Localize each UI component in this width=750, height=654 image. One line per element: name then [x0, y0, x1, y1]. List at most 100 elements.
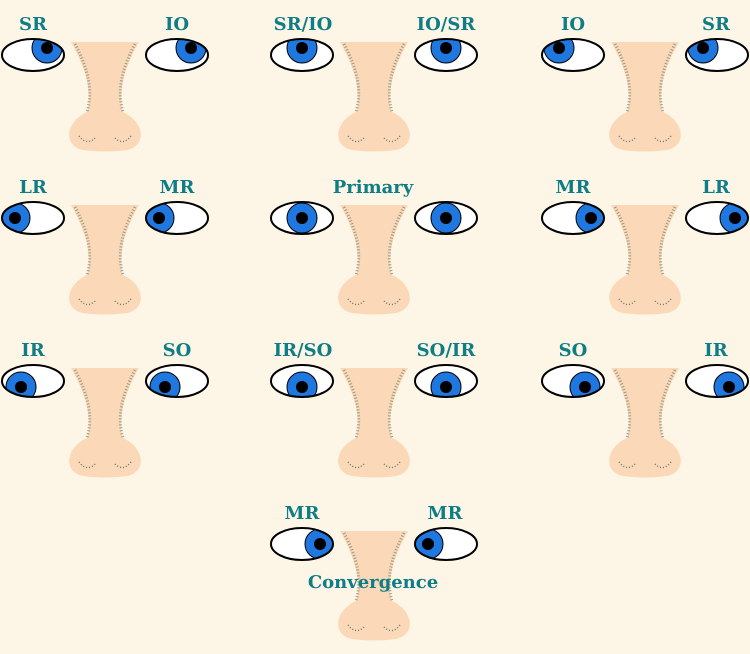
pupil: [729, 212, 741, 224]
nose-skin: [338, 42, 410, 152]
left-eye-top-center: [270, 38, 334, 72]
label-so: SO: [162, 340, 192, 361]
nose-bottom-center: [338, 368, 410, 478]
label-convergence: Convergence: [307, 572, 439, 593]
nose-skin: [69, 368, 141, 478]
label-mr: MR: [284, 503, 320, 524]
nose-skin: [609, 368, 681, 478]
eye-outline: [270, 527, 334, 561]
eye-outline: [270, 364, 334, 398]
label-so-ir: SO/IR: [416, 340, 476, 361]
eye-outline: [685, 364, 749, 398]
nostril-left: [347, 624, 365, 632]
pupil: [422, 538, 434, 550]
left-eye-convergence: [270, 527, 334, 561]
label-ir-so: IR/SO: [273, 340, 333, 361]
left-eye-mid-left: [1, 201, 65, 235]
eye-outline: [685, 38, 749, 72]
nose-top-center: [338, 42, 410, 152]
nose-mid-center: [338, 205, 410, 315]
pupil: [440, 42, 452, 54]
label-io: IO: [164, 14, 190, 35]
label-ir: IR: [21, 340, 45, 361]
nostril-left: [618, 461, 636, 469]
nostril-right: [654, 461, 672, 469]
pupil: [296, 381, 308, 393]
nose-skin: [69, 205, 141, 315]
nostril-right: [383, 298, 401, 306]
pupil: [697, 42, 709, 54]
eye-outline: [414, 527, 478, 561]
nostril-left: [347, 135, 365, 143]
eye-outline: [270, 38, 334, 72]
nostril-left: [78, 461, 96, 469]
pupil: [723, 381, 735, 393]
eye-outline: [1, 38, 65, 72]
nostril-right: [114, 135, 132, 143]
nostril-right: [654, 298, 672, 306]
left-eye-top-right: [541, 38, 605, 72]
pupil: [314, 538, 326, 550]
nose-skin: [69, 42, 141, 152]
eye-outline: [270, 201, 334, 235]
pupil: [585, 212, 597, 224]
nose-bottom-right: [609, 368, 681, 478]
nostril-right: [114, 298, 132, 306]
nostril-left: [618, 298, 636, 306]
nostril-right: [383, 135, 401, 143]
nose-mid-right: [609, 205, 681, 315]
left-eye-bottom-left: [1, 364, 65, 398]
right-eye-bottom-right: [685, 364, 749, 398]
label-io-sr: IO/SR: [416, 14, 476, 35]
right-eye-mid-right: [685, 201, 749, 235]
eye-outline: [414, 201, 478, 235]
right-eye-top-right: [685, 38, 749, 72]
right-eye-top-center: [414, 38, 478, 72]
label-primary: Primary: [332, 177, 414, 198]
left-eye-mid-right: [541, 201, 605, 235]
eye-outline: [145, 201, 209, 235]
nose-skin: [338, 368, 410, 478]
eye-outline: [414, 364, 478, 398]
nose-top-left: [69, 42, 141, 152]
label-sr: SR: [702, 14, 730, 35]
nostril-right: [383, 461, 401, 469]
pupil: [41, 42, 53, 54]
nostril-left: [347, 298, 365, 306]
nostril-right: [383, 624, 401, 632]
nose-skin: [609, 205, 681, 315]
nostril-right: [114, 461, 132, 469]
label-sr: SR: [19, 14, 47, 35]
eye-outline: [541, 364, 605, 398]
eye-outline: [1, 201, 65, 235]
nose-mid-left: [69, 205, 141, 315]
pupil: [15, 381, 27, 393]
pupil: [440, 212, 452, 224]
pupil: [159, 381, 171, 393]
label-lr: LR: [702, 177, 730, 198]
label-ir: IR: [704, 340, 728, 361]
pupil: [153, 212, 165, 224]
label-lr: LR: [19, 177, 47, 198]
label-io: IO: [560, 14, 586, 35]
label-sr-io: SR/IO: [273, 14, 333, 35]
left-eye-bottom-right: [541, 364, 605, 398]
eye-outline: [541, 38, 605, 72]
eye-outline: [541, 201, 605, 235]
nostril-left: [78, 298, 96, 306]
eye-outline: [1, 364, 65, 398]
nose-bottom-left: [69, 368, 141, 478]
nostril-left: [618, 135, 636, 143]
right-eye-mid-center: [414, 201, 478, 235]
nostril-right: [654, 135, 672, 143]
pupil: [553, 42, 565, 54]
label-mr: MR: [159, 177, 195, 198]
pupil: [296, 42, 308, 54]
nose-skin: [338, 205, 410, 315]
right-eye-mid-left: [145, 201, 209, 235]
left-eye-mid-center: [270, 201, 334, 235]
pupil: [296, 212, 308, 224]
nose-top-right: [609, 42, 681, 152]
eye-outline: [145, 38, 209, 72]
